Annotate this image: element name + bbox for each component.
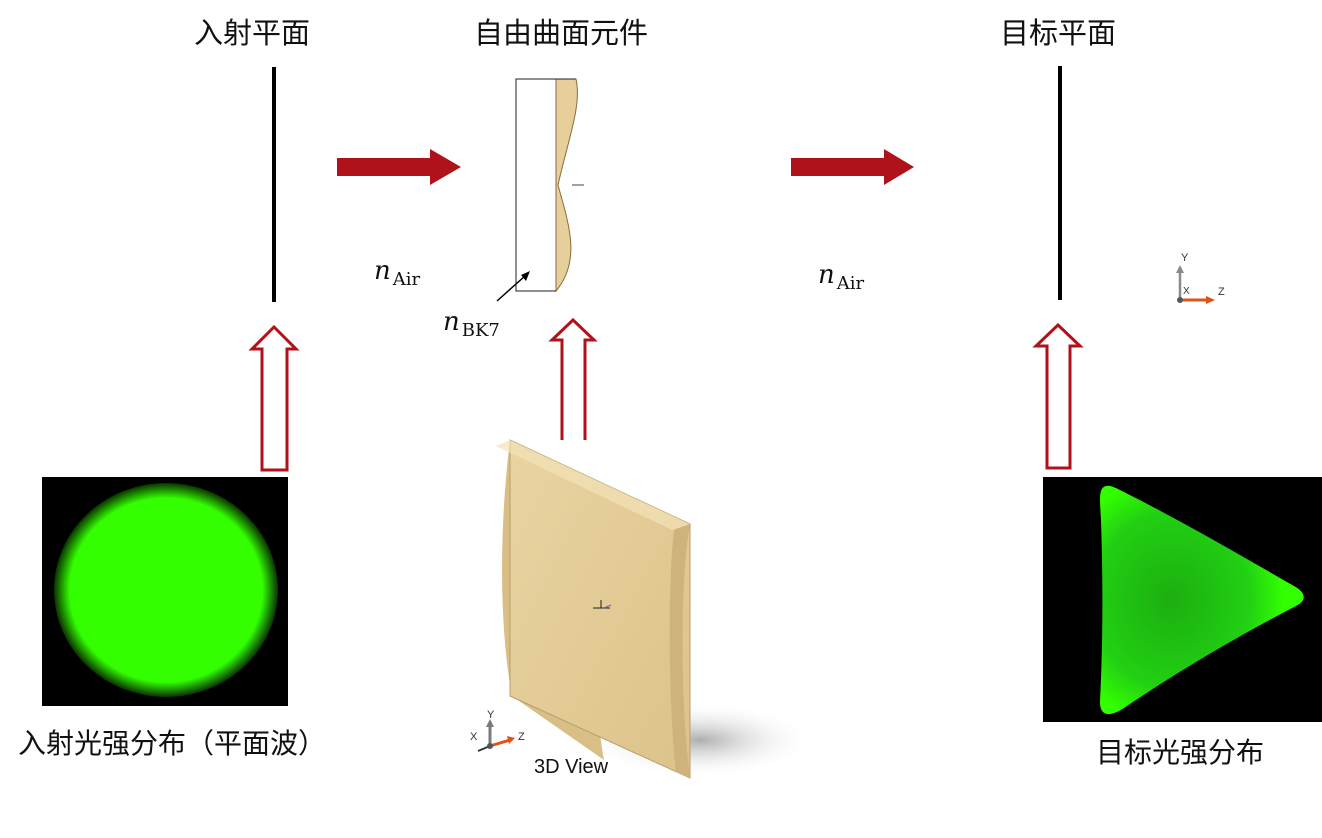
up-arrow-element: [548, 317, 598, 454]
axis-triad-3d: [477, 719, 515, 752]
3d-view-panel: [496, 439, 815, 788]
axis-x-label-3d: X: [470, 731, 478, 743]
n-subscript: Air: [836, 273, 865, 294]
up-arrow-input: [248, 324, 300, 472]
target-distribution-caption: 目标光强分布: [1096, 736, 1265, 769]
target-plane-title: 目标平面: [1000, 16, 1117, 50]
axis-z-label-2d: Z: [1218, 286, 1225, 298]
arrow-to-element: [337, 149, 461, 185]
axis-x-label-2d: X: [1183, 286, 1190, 297]
input-plane-title: 入射平面: [194, 16, 311, 50]
axis-triad-2d: [1176, 265, 1215, 304]
freeform-element-title: 自由曲面元件: [474, 16, 649, 50]
input-distribution-caption: 入射光强分布（平面波）: [18, 727, 327, 760]
up-arrow-target: [1032, 322, 1084, 470]
3d-view-label: 3D View: [534, 756, 609, 778]
n-symbol: n: [818, 260, 835, 290]
n-subscript: Air: [392, 269, 421, 290]
n-subscript: BK7: [461, 320, 500, 341]
arrow-to-target: [791, 149, 914, 185]
n-symbol: n: [374, 256, 391, 286]
axis-z-label-3d: Z: [518, 731, 525, 743]
axis-y-label-2d: Y: [1181, 252, 1189, 264]
n-symbol: n: [443, 307, 460, 337]
freeform-cross-section: [496, 78, 584, 302]
axis-y-label-3d: Y: [487, 709, 495, 721]
